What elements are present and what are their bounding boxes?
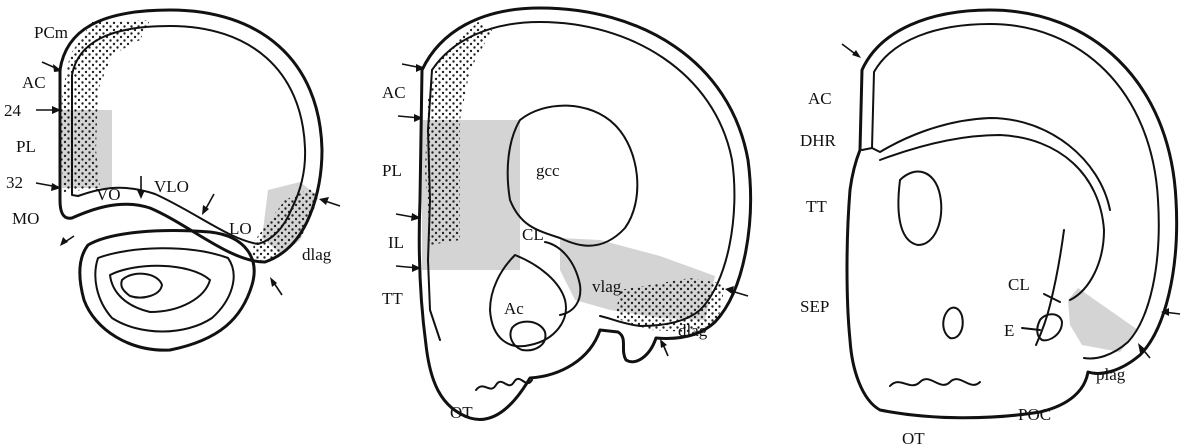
label-Ac: Ac	[504, 299, 524, 318]
dotted-region-medial-wall	[425, 22, 492, 245]
ventricle-outline-caudal	[897, 170, 943, 246]
label-TT: TT	[806, 197, 827, 216]
label-DHR: DHR	[800, 131, 837, 150]
claustrum-line-caudal	[1035, 229, 1065, 346]
label-IL: IL	[388, 233, 404, 252]
label-dlag: dlag	[678, 321, 708, 340]
inner-cortex-boundary-rostral	[71, 25, 307, 245]
label-PCm: PCm	[34, 23, 68, 42]
dotted-region-lateral	[615, 278, 725, 332]
label-AC: AC	[22, 73, 46, 92]
label-LO: LO	[229, 219, 252, 238]
label-24: 24	[4, 101, 22, 120]
dhr-notch	[861, 117, 1111, 211]
accumbens-loop	[509, 320, 547, 352]
shaded-region-plag	[1068, 288, 1138, 352]
label-PL: PL	[16, 137, 36, 156]
outline-caudal-hemisphere	[845, 8, 1179, 420]
label-plag: plag	[1096, 365, 1126, 384]
label-E: E	[1004, 321, 1014, 340]
bottom-wave-caudal	[889, 378, 981, 387]
label-VO: VO	[96, 185, 121, 204]
olfactory-tubercle-wave	[475, 377, 533, 391]
dotted-region-medial-cortex	[60, 20, 150, 192]
genu-corpus-callosum-outline	[506, 104, 639, 247]
label-MO: MO	[12, 209, 39, 228]
label-VLO: VLO	[154, 177, 189, 196]
label-PL: PL	[382, 161, 402, 180]
label-TT: TT	[382, 289, 403, 308]
central-loop-caudal	[942, 306, 964, 340]
corpus-callosum-caudal	[879, 134, 1105, 301]
label-CL: CL	[522, 225, 544, 244]
outline-middle-hemisphere	[417, 6, 753, 421]
inner-cortex-boundary-caudal	[871, 23, 1160, 360]
olfactory-bulb-outline	[78, 229, 256, 352]
tick-E	[1021, 327, 1041, 331]
label-CL: CL	[1008, 275, 1030, 294]
endopiriform-loop	[1036, 313, 1063, 342]
label-OT: OT	[450, 403, 473, 422]
label-POC: POC	[1018, 405, 1051, 424]
label-gcc: gcc	[536, 161, 560, 180]
olfactory-bulb-inner	[94, 247, 235, 333]
arrows-middle	[395, 63, 749, 357]
olfactory-bulb-center	[120, 272, 163, 299]
arrows-caudal	[841, 43, 1181, 359]
label-AC: AC	[382, 83, 406, 102]
panel-rostral: PCm AC 24 PL 32 MO VO VLO LO dlag	[4, 8, 341, 352]
label-AC: AC	[808, 89, 832, 108]
label-32: 32	[6, 173, 23, 192]
panel-middle: AC PL IL TT gcc CL Ac vlag dlag OT	[382, 6, 753, 422]
outline-rostral-hemisphere	[58, 8, 324, 264]
claustrum-line-middle	[544, 241, 582, 316]
inner-cortex-boundary-middle	[431, 21, 736, 327]
olfactory-bulb-core	[109, 264, 211, 313]
label-vlag: vlag	[592, 277, 622, 296]
label-dlag: dlag	[302, 245, 332, 264]
panel-caudal: AC DHR TT SEP CL E plag OT POC	[800, 8, 1181, 448]
arrows-rostral	[35, 61, 341, 296]
ventricle-outline-middle	[489, 254, 567, 348]
label-SEP: SEP	[800, 297, 829, 316]
medial-wall-line	[427, 69, 441, 341]
tick-CL	[1043, 293, 1061, 303]
label-OT: OT	[902, 429, 925, 448]
